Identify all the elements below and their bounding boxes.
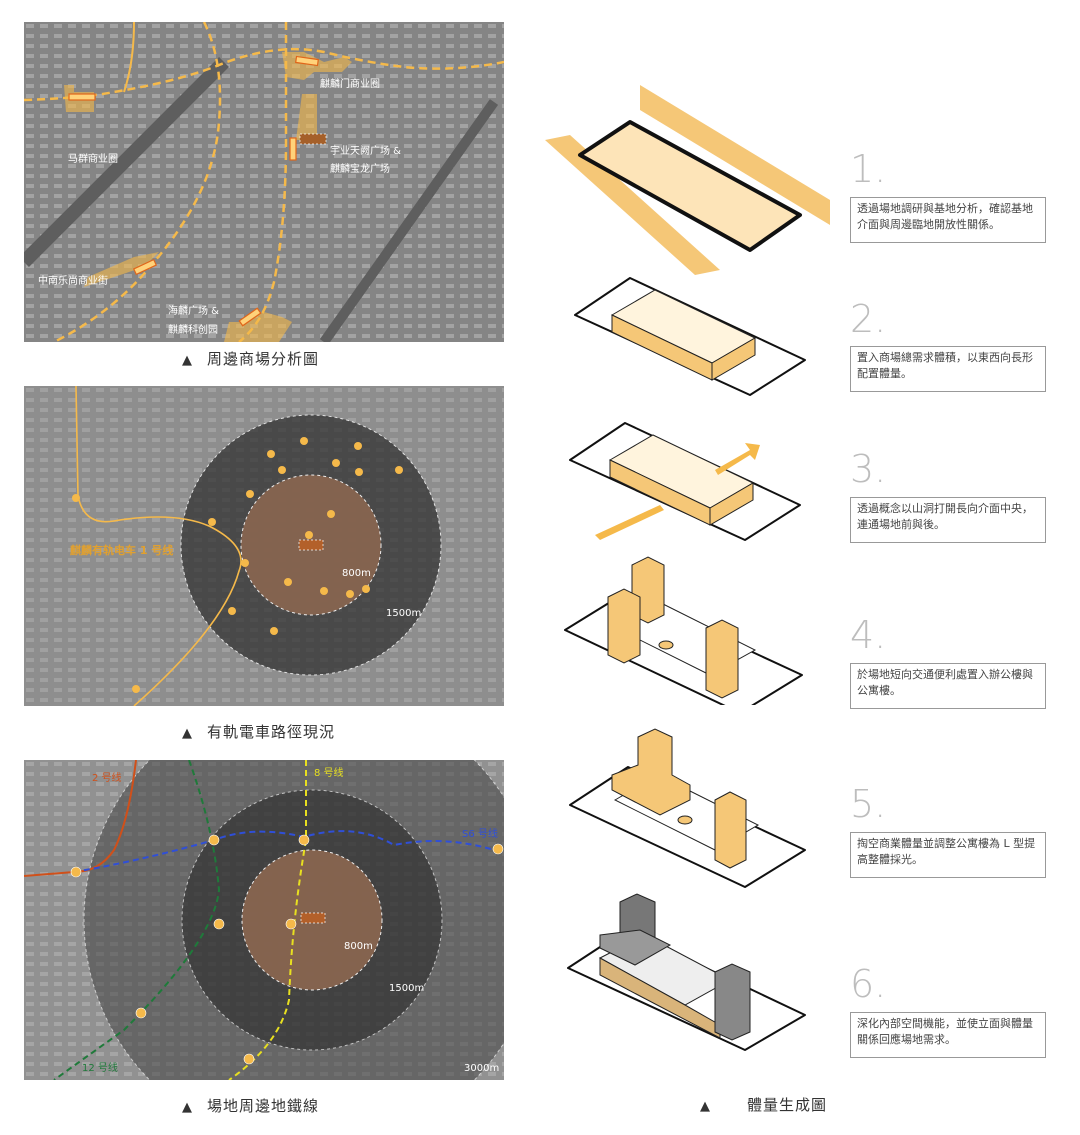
step1-text: 透過場地調研與基地分析，確認基地介面與周邊臨地開放性關係。 [850,197,1046,243]
step6-final-diagram [567,893,806,1051]
label-baolong: 麒麟宝龙广场 [330,162,390,175]
line-s6-label: S6 号线 [462,827,498,840]
step4-number: 4. [850,613,887,657]
caption-map1: ▲周邊商場分析圖 [182,350,320,368]
step3-text: 透過概念以山洞打開長向介面中央，連通場地前與後。 [850,497,1046,543]
step2-number: 2. [850,297,887,341]
ring-1500: 1500m [389,983,424,994]
step4-towers-diagram [564,556,803,705]
step1-number: 1. [850,147,887,191]
label-maqun: 马群商业圈 [68,152,118,165]
label-yuye: 宇业天阙广场 & [330,144,401,157]
ring-1500: 1500m [386,608,421,619]
ring-800: 800m [344,941,373,952]
step4-text: 於場地短向交通便利處置入辦公樓與公寓樓。 [850,663,1046,709]
label-kechuang: 麒麟科创园 [168,323,218,336]
caption-map3: ▲場地周邊地鐵線 [182,1097,320,1115]
label-hailin: 海麟广场 & [168,304,219,317]
surrounding-malls-map: 麒麟门商业圈 马群商业圈 宇业天阙广场 & 麒麟宝龙广场 中南乐尚商业街 海麟广… [24,22,504,342]
tram-line-label: 麒麟有轨电车 1 号线 [70,543,173,557]
step5-text: 掏空商業體量並調整公寓樓為 L 型提高整體採光。 [850,832,1046,878]
ring-800: 800m [342,568,371,579]
line-12-label: 12 号线 [82,1061,118,1074]
label-zhongnan: 中南乐尚商业街 [38,274,108,287]
step1-site-diagram [545,85,830,275]
step6-text: 深化內部空間機能，並使立面與體量關係回應場地需求。 [850,1012,1046,1058]
tram-route-map: 麒麟有轨电车 1 号线 800m 1500m [24,386,504,706]
line-2-label: 2 号线 [92,771,122,784]
step2-text: 置入商場總需求體積，以東西向長形配置體量。 [850,346,1046,392]
step3-number: 3. [850,447,887,491]
caption-map2: ▲有軌電車路徑現況 [182,723,336,741]
step5-lshape-diagram [569,728,806,888]
label-qilinmen: 麒麟门商业圈 [320,77,380,90]
step5-number: 5. [850,782,887,826]
line-8-label: 8 号线 [314,766,344,779]
step3-cave-diagram [569,422,801,541]
metro-lines-map: 2 号线 8 号线 S6 号线 12 号线 800m 1500m 3000m [24,760,504,1080]
step2-mass-diagram [574,277,806,396]
step6-number: 6. [850,962,887,1006]
ring-3000: 3000m [464,1063,499,1074]
caption-steps: ▲體量生成圖 [700,1096,828,1114]
